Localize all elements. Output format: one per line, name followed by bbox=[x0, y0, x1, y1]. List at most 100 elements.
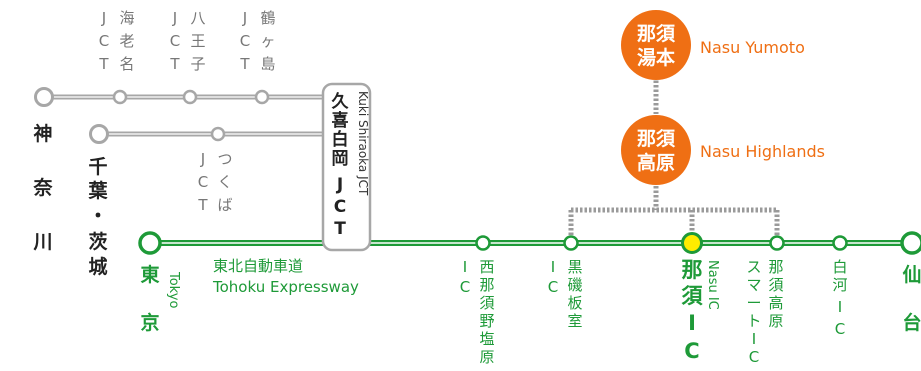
svg-text:王: 王 bbox=[190, 32, 205, 50]
svg-text:野: 野 bbox=[479, 312, 494, 330]
svg-text:須: 須 bbox=[479, 294, 494, 312]
nasu-ic-label: 那 須 I C bbox=[682, 258, 704, 363]
svg-text:T: T bbox=[334, 219, 346, 239]
svg-text:T: T bbox=[197, 196, 208, 214]
svg-text:那須: 那須 bbox=[637, 128, 676, 150]
kuki-jct-ja: 久 喜 白 岡 J C T bbox=[332, 91, 349, 239]
svg-text:I: I bbox=[838, 298, 842, 316]
tokyo-en: Tokyo bbox=[166, 271, 181, 308]
svg-text:T: T bbox=[98, 55, 109, 73]
svg-text:奈: 奈 bbox=[32, 176, 53, 199]
svg-text:磯: 磯 bbox=[567, 276, 582, 294]
svg-text:I: I bbox=[463, 258, 467, 276]
svg-text:白: 白 bbox=[832, 258, 847, 276]
shirakawa-ic-dot bbox=[832, 235, 848, 251]
kuroiso-ic-dot bbox=[563, 235, 579, 251]
svg-text:C: C bbox=[99, 32, 109, 50]
svg-text:湯本: 湯本 bbox=[637, 46, 675, 69]
expressway-name-ja: 東北自動車道 bbox=[213, 257, 303, 275]
svg-text:那: 那 bbox=[768, 258, 783, 276]
svg-text:城: 城 bbox=[88, 255, 107, 278]
svg-text:神: 神 bbox=[33, 122, 52, 145]
svg-text:那: 那 bbox=[682, 258, 703, 282]
svg-text:岡: 岡 bbox=[332, 149, 349, 169]
hachioji-jct-label: J C T 八 王 子 bbox=[169, 9, 205, 73]
svg-text:茨: 茨 bbox=[88, 230, 107, 253]
nasu-highlands-en: Nasu Highlands bbox=[700, 142, 825, 161]
svg-text:高: 高 bbox=[768, 294, 783, 312]
svg-text:マ: マ bbox=[746, 276, 761, 294]
nasu-highlands-badge: 那須 高原 bbox=[621, 115, 691, 185]
svg-text:那: 那 bbox=[479, 276, 494, 294]
svg-text:名: 名 bbox=[119, 55, 134, 73]
svg-text:C: C bbox=[334, 197, 346, 217]
svg-text:高原: 高原 bbox=[637, 151, 675, 174]
svg-text:白: 白 bbox=[332, 129, 349, 150]
tokyo-label: 東 京 bbox=[140, 263, 159, 334]
expressway-name-en: Tohoku Expressway bbox=[212, 278, 359, 296]
svg-text:久: 久 bbox=[332, 91, 349, 112]
svg-text:千: 千 bbox=[88, 156, 107, 178]
tokyo-terminal bbox=[138, 231, 162, 255]
svg-text:J: J bbox=[200, 150, 205, 168]
svg-text:ス: ス bbox=[746, 258, 761, 276]
shirakawa-ic-label: 白 河 I C bbox=[832, 258, 847, 338]
svg-text:子: 子 bbox=[190, 55, 205, 73]
svg-text:黒: 黒 bbox=[567, 258, 582, 276]
nasukogen-smart-ic-dot bbox=[769, 235, 785, 251]
svg-text:C: C bbox=[240, 32, 250, 50]
svg-text:西: 西 bbox=[479, 258, 494, 276]
svg-text:ー: ー bbox=[746, 294, 761, 312]
svg-text:C: C bbox=[835, 320, 845, 338]
svg-text:鶴: 鶴 bbox=[260, 9, 275, 27]
svg-text:川: 川 bbox=[32, 231, 52, 253]
svg-text:喜: 喜 bbox=[332, 111, 349, 131]
svg-text:島: 島 bbox=[260, 55, 275, 73]
svg-text:原: 原 bbox=[479, 348, 494, 366]
svg-text:仙: 仙 bbox=[902, 263, 921, 286]
nasu-ic-en: Nasu IC bbox=[705, 260, 720, 310]
hachioji-jct-dot bbox=[182, 89, 198, 105]
svg-text:C: C bbox=[548, 278, 558, 296]
svg-text:T: T bbox=[239, 55, 250, 73]
kanagawa-label: 神 奈 川 bbox=[32, 122, 53, 253]
svg-text:八: 八 bbox=[190, 9, 205, 27]
svg-text:原: 原 bbox=[768, 312, 783, 330]
nishinasuno-ic-dot bbox=[475, 235, 491, 251]
svg-text:台: 台 bbox=[902, 311, 921, 334]
svg-text:葉: 葉 bbox=[87, 180, 108, 202]
ebina-jct-dot bbox=[112, 89, 128, 105]
nishinasuno-ic-label: 西 那 須 野 塩 原 I C bbox=[460, 258, 495, 366]
svg-text:J: J bbox=[336, 175, 343, 195]
tsukuba-jct-dot bbox=[210, 126, 226, 142]
svg-text:C: C bbox=[684, 339, 699, 363]
kanagawa-terminal bbox=[34, 87, 54, 107]
svg-text:I: I bbox=[752, 330, 756, 348]
svg-text:つ: つ bbox=[217, 150, 232, 168]
svg-text:C: C bbox=[460, 278, 470, 296]
svg-text:ヶ: ヶ bbox=[260, 32, 275, 50]
svg-text:J: J bbox=[242, 9, 247, 27]
svg-text:京: 京 bbox=[140, 311, 159, 334]
svg-text:東: 東 bbox=[140, 263, 159, 286]
chiba-terminal bbox=[89, 124, 109, 144]
tsurugashima-jct-label: J C T 鶴 ヶ 島 bbox=[239, 9, 275, 73]
svg-text:須: 須 bbox=[768, 276, 783, 294]
svg-text:塩: 塩 bbox=[479, 330, 494, 348]
nasu-yumoto-en: Nasu Yumoto bbox=[700, 38, 805, 57]
svg-text:那須: 那須 bbox=[637, 23, 676, 45]
svg-text:海: 海 bbox=[119, 9, 134, 27]
tsukuba-jct-label: J C T つ く ば bbox=[197, 150, 232, 214]
svg-text:老: 老 bbox=[119, 32, 134, 50]
svg-text:J: J bbox=[172, 9, 177, 27]
chiba-ibaraki-label: 千 葉 ・ 茨 城 bbox=[87, 156, 108, 278]
svg-text:C: C bbox=[198, 173, 208, 191]
kuroiso-ic-label: 黒 磯 板 室 I C bbox=[548, 258, 583, 330]
svg-text:板: 板 bbox=[567, 294, 582, 312]
svg-text:ば: ば bbox=[217, 196, 232, 214]
svg-text:C: C bbox=[170, 32, 180, 50]
svg-text:C: C bbox=[749, 348, 759, 366]
sendai-label: 仙 台 bbox=[902, 263, 921, 334]
svg-text:河: 河 bbox=[832, 276, 847, 294]
